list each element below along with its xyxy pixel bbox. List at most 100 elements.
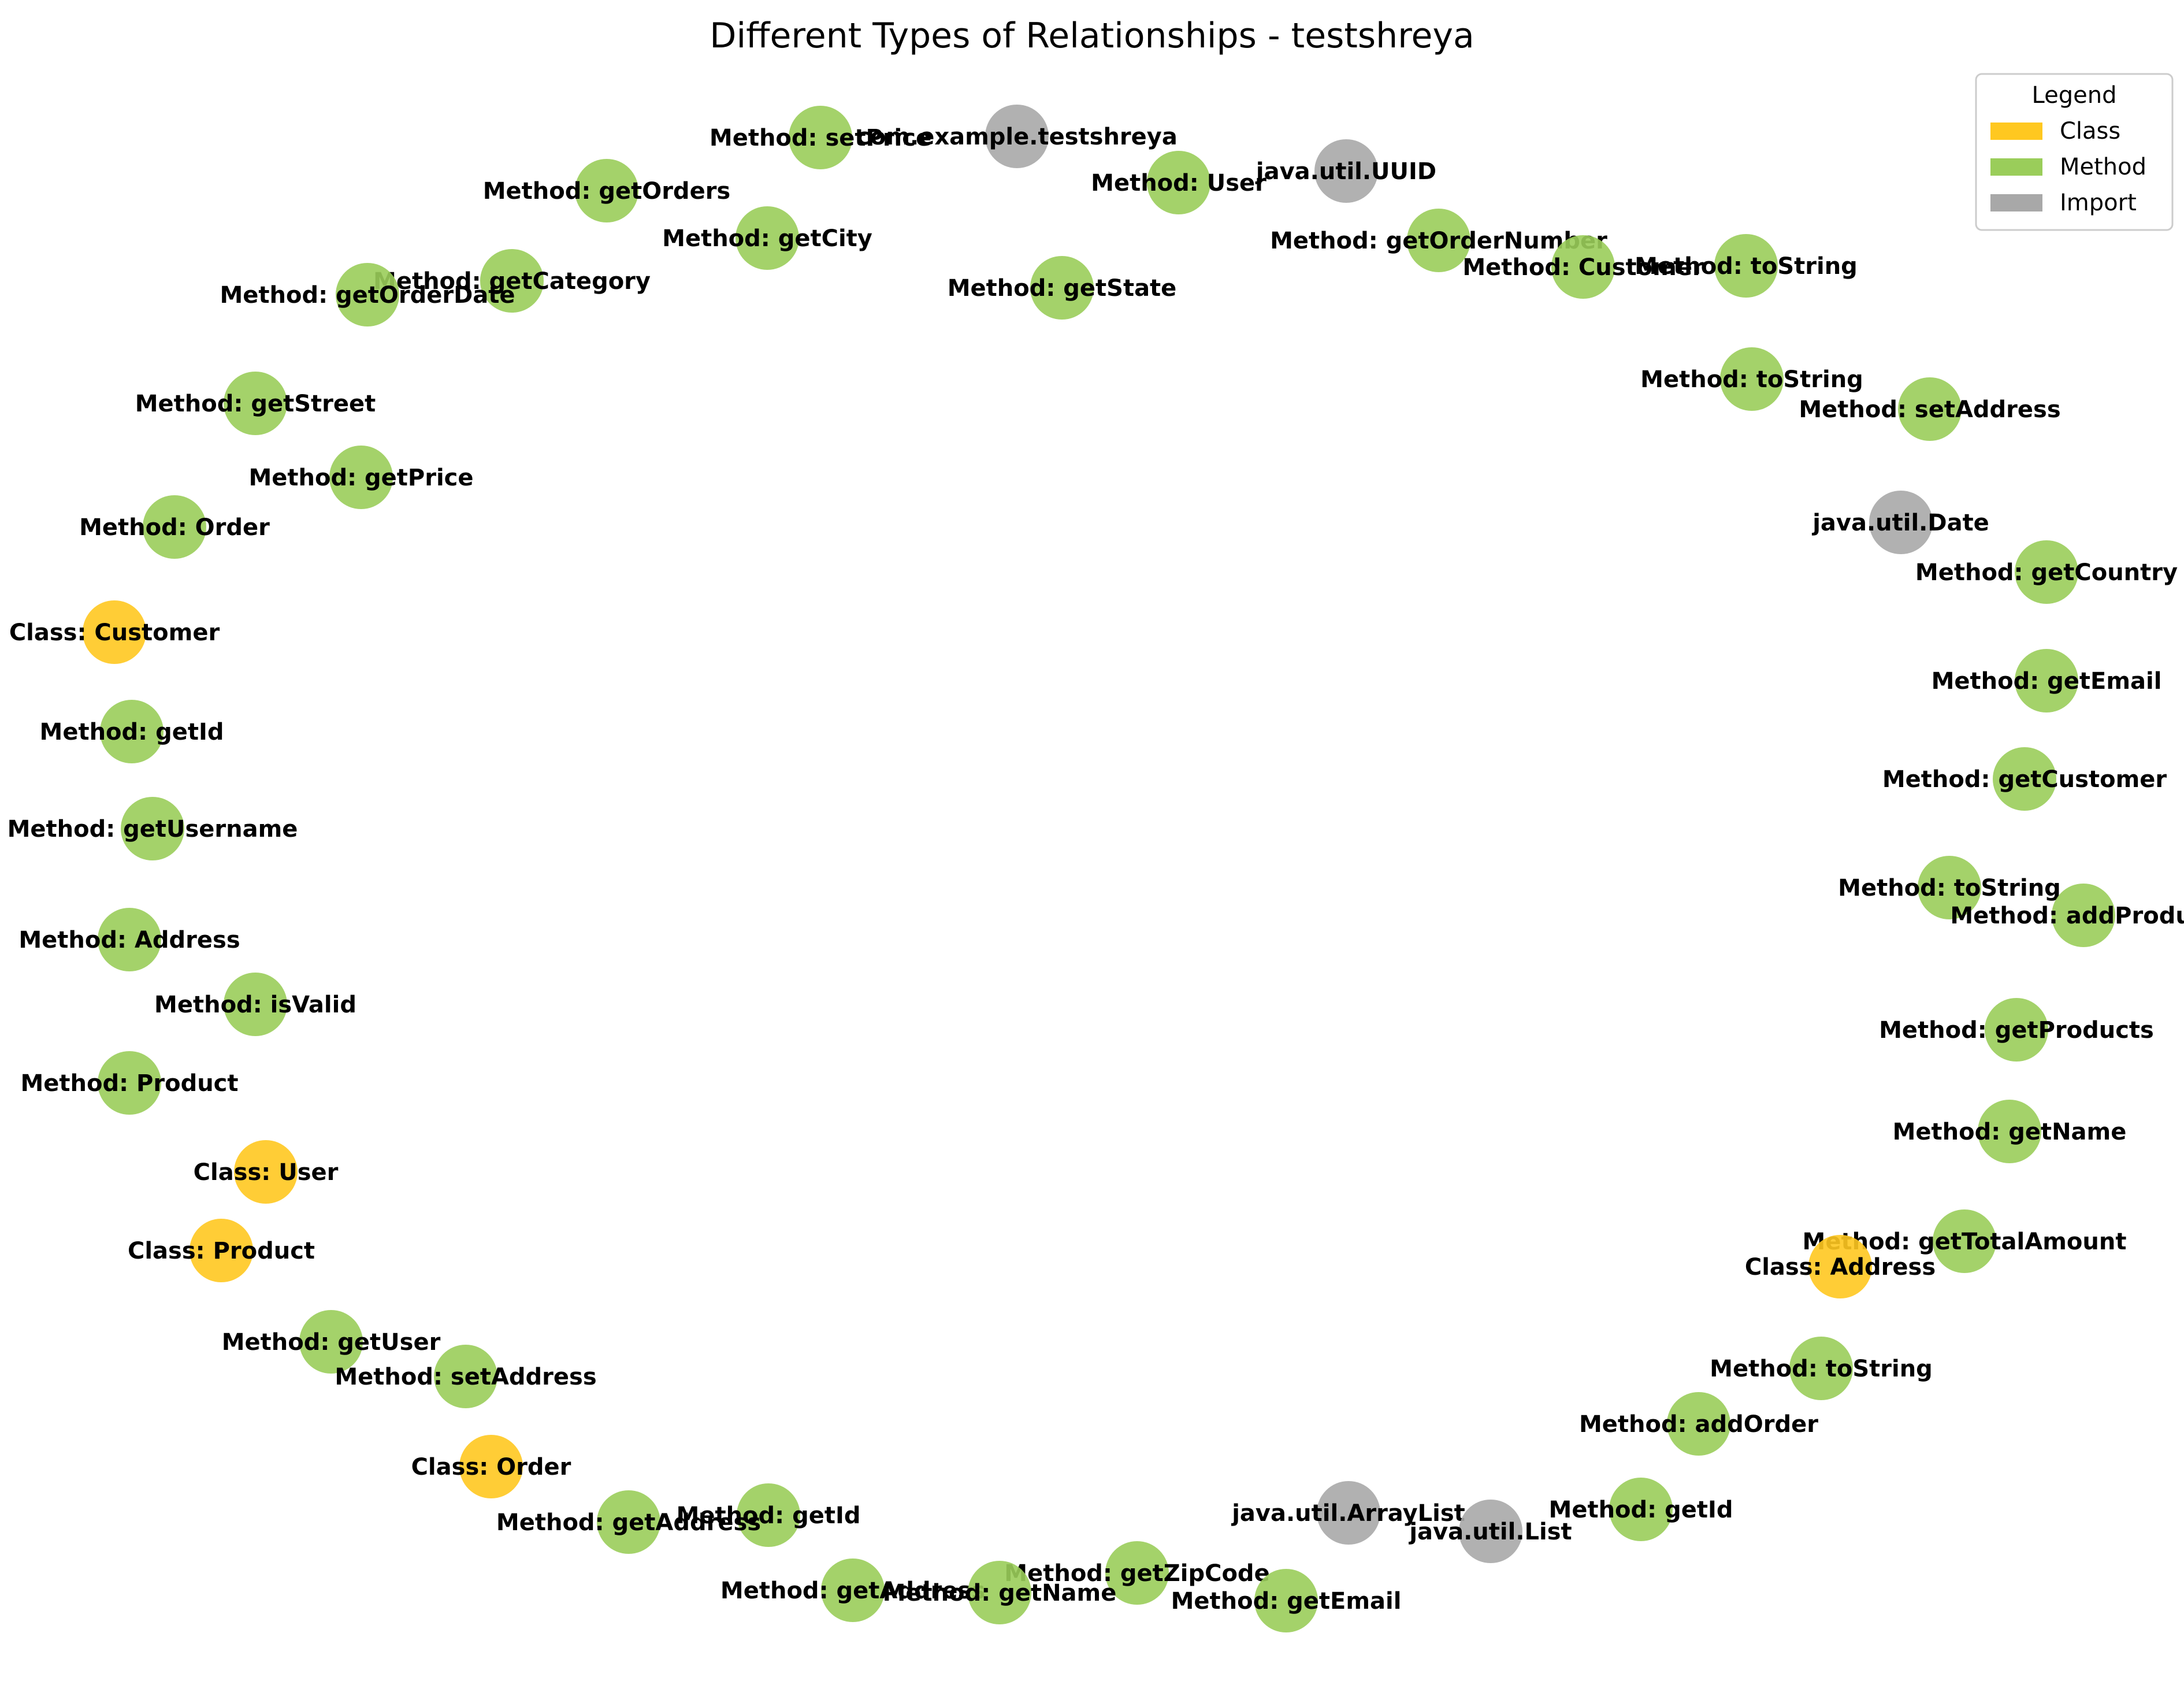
diagram-title: Different Types of Relationships - tests…	[710, 16, 1474, 56]
node-circle	[1105, 1541, 1169, 1605]
legend-label: Class	[2060, 118, 2120, 144]
node-method: Method: setAddress	[1799, 377, 2061, 441]
node-label: Class: User	[194, 1159, 339, 1186]
node-label: Method: getName	[883, 1580, 1117, 1606]
node-class: Class: User	[194, 1140, 339, 1204]
node-label: java.util.UUID	[1255, 158, 1436, 185]
node-method: Method: Order	[79, 495, 270, 559]
node-method: Method: addProduct	[1950, 884, 2184, 947]
node-circle	[1609, 1478, 1673, 1541]
node-method: Method: getCountry	[1915, 540, 2178, 604]
node-label: Method: getUser	[222, 1329, 441, 1356]
node-label: Method: getOrderDate	[220, 282, 515, 309]
node-label: java.util.List	[1408, 1519, 1572, 1545]
node-circle	[234, 1140, 298, 1204]
node-circle	[737, 1483, 800, 1547]
node-method: Method: setPrice	[710, 106, 931, 169]
node-import: com.example.testshreya	[856, 105, 1178, 168]
node-circle	[329, 446, 393, 509]
node-method: Method: getCustomer	[1882, 747, 2167, 811]
node-circle	[224, 973, 287, 1036]
node-label: Method: toString	[1635, 253, 1858, 280]
node-circle	[1254, 1569, 1318, 1632]
node-method: Method: getEmail	[1171, 1569, 1401, 1632]
legend-swatch	[1990, 123, 2042, 140]
node-method: Method: addOrder	[1579, 1392, 1818, 1456]
node-circle	[1317, 1481, 1380, 1545]
node-label: Class: Order	[411, 1454, 571, 1480]
node-method: Method: Customer	[1462, 235, 1704, 299]
node-label: com.example.testshreya	[856, 124, 1178, 150]
node-circle	[1933, 1209, 1996, 1273]
node-method: Method: Product	[20, 1051, 239, 1115]
legend-title: Legend	[2032, 82, 2117, 109]
node-circle	[821, 1558, 885, 1622]
node-circle	[2015, 540, 2078, 604]
node-label: Method: getAddress	[720, 1578, 985, 1604]
node-circle	[1808, 1235, 1872, 1298]
node-circle	[299, 1310, 363, 1374]
node-circle	[597, 1490, 660, 1554]
node-circle	[100, 700, 164, 763]
legend-swatch	[1990, 158, 2042, 176]
node-label: Method: toString	[1640, 366, 1863, 393]
node-label: Method: getName	[1893, 1119, 2127, 1145]
node-method: Method: getState	[948, 256, 1176, 320]
node-method: Method: getOrderDate	[220, 263, 515, 326]
node-circle	[789, 106, 852, 169]
node-method: Method: getUser	[222, 1310, 441, 1374]
node-circle	[2015, 649, 2078, 713]
node-circle	[1407, 209, 1470, 272]
legend-item-class: Class	[1990, 118, 2120, 144]
node-method: Method: getName	[1893, 1100, 2127, 1163]
node-circle	[968, 1561, 1031, 1624]
legend-frame	[1975, 73, 2174, 231]
node-method: Method: getAddress	[720, 1558, 985, 1622]
node-method: Method: toString	[1640, 347, 1863, 411]
node-label: Method: getId	[677, 1502, 861, 1529]
node-circle	[224, 372, 287, 435]
node-label: Method: addOrder	[1579, 1411, 1818, 1438]
node-label: Method: getAddress	[496, 1509, 761, 1536]
node-circle	[736, 206, 799, 270]
node-circle	[459, 1435, 523, 1498]
node-class: Class: Customer	[9, 600, 220, 664]
node-method: Method: getZipCode	[1004, 1541, 1270, 1605]
node-circle	[985, 105, 1049, 168]
node-label: Method: Order	[79, 514, 270, 541]
node-method: Method: setAddress	[335, 1345, 597, 1408]
node-label: Method: isValid	[154, 992, 356, 1018]
node-label: java.util.ArrayList	[1231, 1500, 1465, 1527]
node-circle	[1714, 234, 1778, 298]
node-circle	[1898, 377, 1962, 441]
node-label: Method: getProducts	[1879, 1017, 2154, 1044]
node-circle	[1918, 856, 1981, 919]
node-method: Method: getId	[1549, 1478, 1733, 1541]
node-circle	[480, 249, 544, 313]
node-label: Method: setPrice	[710, 125, 931, 151]
node-label: Method: getOrderNumber	[1270, 228, 1607, 254]
node-method: Method: getId	[677, 1483, 861, 1547]
node-class: Class: Order	[411, 1435, 571, 1498]
node-circle	[2052, 884, 2115, 947]
node-label: Method: getId	[1549, 1497, 1733, 1523]
legend-label: Method	[2060, 154, 2146, 180]
node-label: Method: getPrice	[248, 465, 473, 491]
node-label: Method: setAddress	[335, 1364, 596, 1390]
node-label: Class: Address	[1745, 1254, 1936, 1281]
node-label: Class: Product	[128, 1238, 315, 1264]
node-method: Method: toString	[1838, 856, 2061, 919]
node-label: java.util.Date	[1811, 510, 1989, 536]
node-label: Method: toString	[1838, 875, 2061, 901]
node-circle	[1551, 235, 1615, 299]
node-method: Method: toString	[1710, 1337, 1933, 1400]
node-method: Method: getCategory	[373, 249, 651, 313]
node-label: Method: Address	[18, 927, 240, 953]
node-circle	[336, 263, 399, 326]
node-method: Method: getOrders	[483, 159, 730, 222]
node-method: Method: isValid	[154, 973, 356, 1036]
node-method: Method: getId	[40, 700, 224, 763]
node-circle	[1985, 998, 2048, 1062]
